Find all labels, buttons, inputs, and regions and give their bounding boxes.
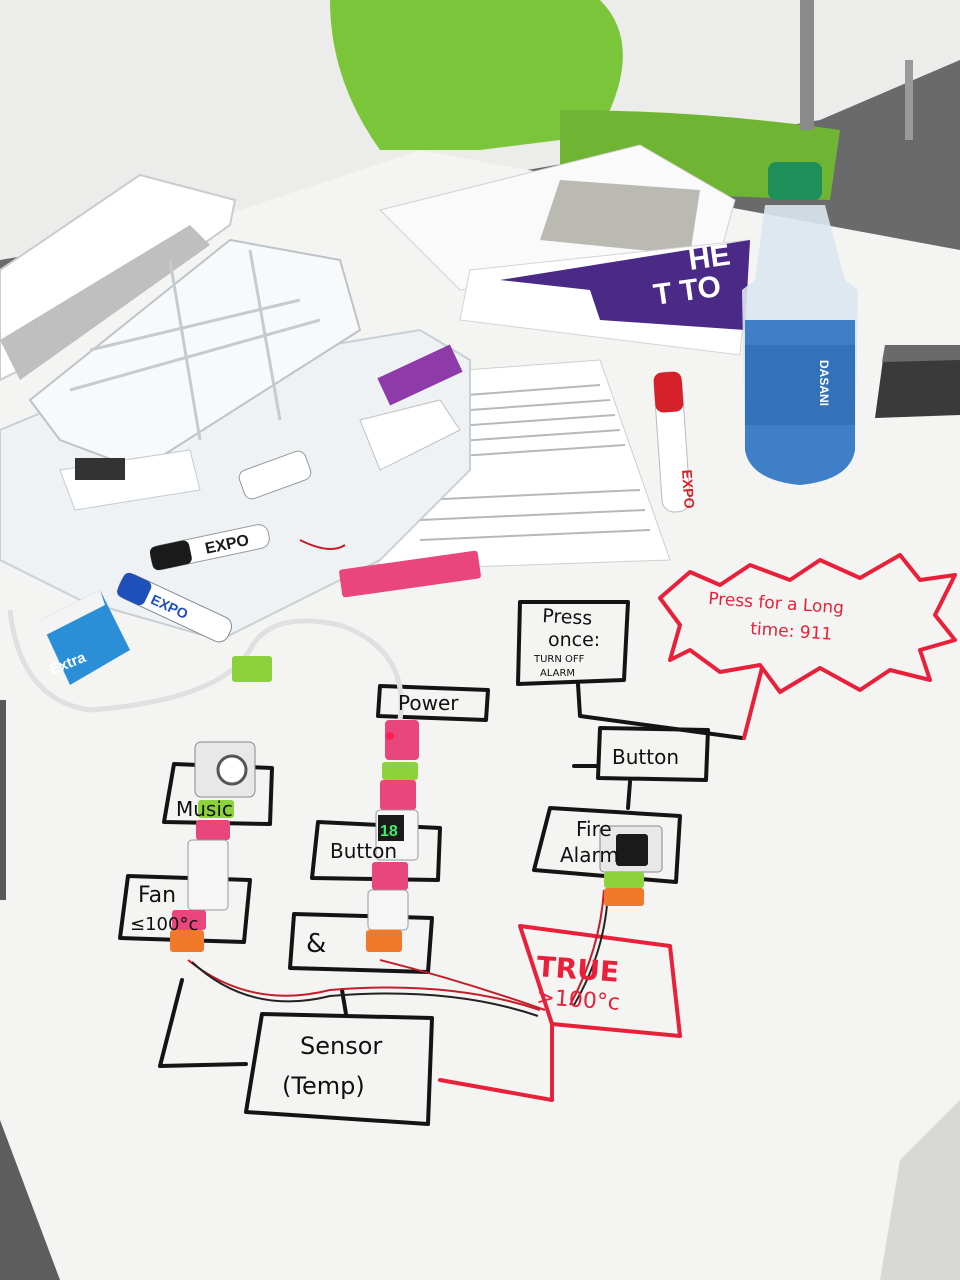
box-true [518, 924, 682, 1038]
label-button-mid: Button [330, 839, 397, 863]
label-power: Power [398, 691, 459, 715]
label-sensor: Sensor [300, 1032, 382, 1060]
purple-battery [377, 344, 463, 406]
littlebits-circuit: 18 [170, 550, 663, 952]
label-alarm-2: Alarm [560, 843, 619, 867]
plastic-organizer [0, 173, 471, 642]
red-burst [658, 553, 957, 694]
organizer-grip-texture [0, 225, 210, 380]
label-button-top: Button [612, 745, 679, 769]
box-power [376, 684, 490, 722]
label-fan-threshold: ≤100°c [130, 914, 198, 935]
bottle-brand: DASANI [817, 360, 831, 406]
green-chair [330, 0, 623, 150]
chair-leg [905, 60, 913, 140]
floor-corner [0, 1120, 60, 1280]
loose-modules [339, 550, 481, 598]
pink-connector [172, 910, 206, 930]
speaker-cone [216, 754, 248, 786]
table-edge-dark [0, 700, 6, 900]
purple-flyer [500, 240, 750, 330]
flyer-text-1: HE [686, 238, 732, 276]
pink-connector [196, 820, 230, 840]
box-press-once [516, 600, 630, 686]
box-fire-alarm [532, 806, 682, 884]
paper-photo-strip [540, 180, 700, 255]
green-connector [198, 800, 234, 818]
label-press: Press [542, 605, 593, 630]
green-connector [382, 762, 418, 780]
orange-connector [604, 888, 644, 906]
label-music: Music [176, 797, 233, 821]
loose-green-module [232, 656, 272, 682]
extra-gum-pack: Extra [40, 590, 130, 685]
label-true: TRUE [536, 950, 621, 989]
eraser-top [882, 345, 960, 362]
orange-connector [366, 930, 402, 952]
segment-display-value: 18 [380, 823, 398, 840]
label-over-100: >100°c [536, 985, 621, 1016]
pink-connector [380, 780, 416, 810]
label-fire: Fire [576, 817, 612, 841]
power-led [386, 732, 394, 740]
red-drawings [438, 553, 957, 1102]
power-adapter [238, 450, 312, 500]
green-connector [604, 872, 644, 888]
label-and: & [306, 929, 326, 959]
organizer-latch [359, 399, 461, 471]
red-expo-marker: EXPO [653, 371, 698, 513]
blue-expo-marker: EXPO [117, 572, 233, 643]
black-expo-marker: EXPO [149, 524, 270, 571]
label-fan: Fan [138, 883, 176, 908]
orange-connector [170, 930, 204, 952]
box-sensor [244, 1012, 434, 1126]
segment-display [378, 815, 404, 841]
marker-brand-red: EXPO [679, 469, 698, 509]
water-bottle: DASANI [742, 162, 858, 485]
whiteboard-eraser [875, 345, 960, 418]
and-module [367, 889, 409, 931]
bottle-cap [768, 162, 822, 200]
label-once: once: [548, 629, 600, 651]
button-cap [616, 834, 648, 866]
power-module [385, 720, 419, 760]
label-temp: (Temp) [282, 1072, 365, 1100]
pink-connector [372, 862, 408, 890]
label-alarm: ALARM [540, 668, 575, 679]
table-edge [880, 1100, 960, 1280]
label-turn-off: TURN OFF [533, 654, 585, 665]
chair-leg [800, 0, 814, 130]
fan-module [187, 839, 229, 911]
small-black-part [75, 458, 125, 480]
